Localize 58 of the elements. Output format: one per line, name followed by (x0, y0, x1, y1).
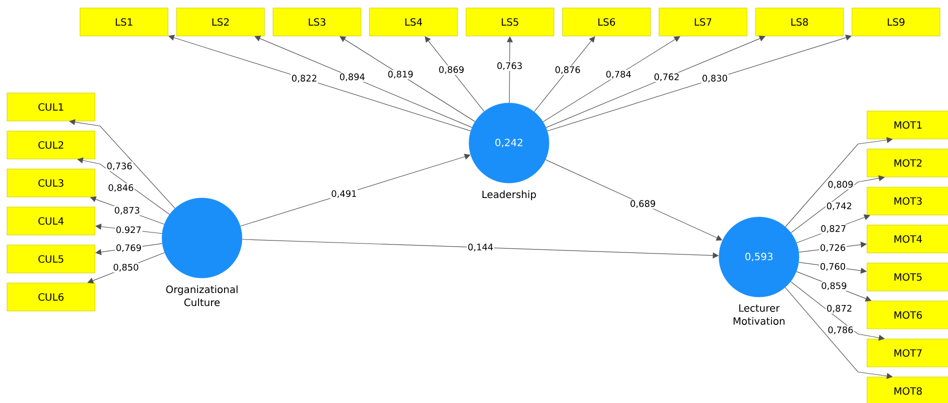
construct-name: Lecturer Motivation (734, 304, 784, 325)
edge-label: 0,769 (115, 244, 142, 253)
edge-label: 0,742 (826, 202, 853, 212)
indicator-box: MOT4 (866, 224, 948, 254)
edge-label: 0,786 (826, 326, 854, 335)
arrow (69, 119, 176, 209)
edge-label: 0,827 (820, 224, 848, 234)
indicator-box: MOT6 (866, 300, 948, 330)
indicator-box: LS7 (658, 8, 748, 36)
indicator-box: CUL4 (6, 206, 96, 236)
edge-label: 0,846 (107, 183, 135, 193)
edge-label: 0,144 (466, 242, 494, 252)
indicator-box: LS9 (852, 8, 940, 36)
edge-label: 0,762 (653, 72, 680, 82)
edge-label: 0,736 (106, 162, 134, 172)
edge-label: 0,869 (438, 65, 466, 75)
construct-name: Leadership (482, 190, 536, 200)
edge-label: 0,894 (338, 72, 366, 82)
indicator-box: LS1 (80, 8, 168, 36)
arrow (546, 36, 766, 128)
indicator-box: MOT2 (866, 148, 948, 178)
edge-label: 0,872 (826, 304, 854, 314)
edge-label: 0,763 (496, 62, 524, 71)
indicator-box: LS6 (562, 8, 651, 36)
edge-label: 0,726 (819, 243, 847, 253)
indicator-box: LS8 (755, 8, 844, 36)
indicator-box: MOT5 (866, 262, 948, 292)
indicator-box: MOT1 (866, 110, 948, 140)
edge-label: 0,491 (330, 189, 358, 199)
edge-label: 0,809 (826, 180, 854, 190)
edge-label: 0,760 (819, 262, 846, 272)
indicator-box: MOT3 (866, 186, 948, 216)
edge-label: 0,819 (386, 70, 414, 80)
edge-label: 0,859 (820, 282, 848, 291)
indicator-box: CUL3 (6, 168, 96, 198)
edge-label: 0.927 (114, 226, 142, 234)
construct-circle (162, 198, 242, 278)
edge-label: 0,876 (554, 66, 582, 75)
indicator-box: LS3 (272, 8, 362, 36)
indicator-box: CUL5 (6, 244, 96, 274)
edge-label: 0,830 (701, 74, 728, 84)
arrow (340, 36, 476, 122)
edge-label: 0,873 (113, 206, 141, 216)
indicator-box: MOT7 (866, 338, 948, 368)
indicator-box: CUL2 (6, 130, 96, 160)
indicator-box: LS5 (466, 8, 554, 36)
edge-label: 0,784 (604, 70, 632, 80)
indicator-box: CUL1 (6, 92, 96, 122)
edge-label: 0,850 (112, 263, 140, 272)
edge-label: 0,822 (290, 74, 318, 84)
indicator-box: LS2 (176, 8, 265, 36)
indicator-box: MOT8 (866, 376, 948, 403)
arrow (424, 36, 484, 112)
indicator-box: LS4 (369, 8, 458, 36)
edge-label: 0,689 (629, 199, 657, 209)
arrow (545, 159, 722, 241)
indicator-box: CUL6 (6, 282, 96, 312)
construct-name: Organizational Culture (166, 285, 238, 306)
